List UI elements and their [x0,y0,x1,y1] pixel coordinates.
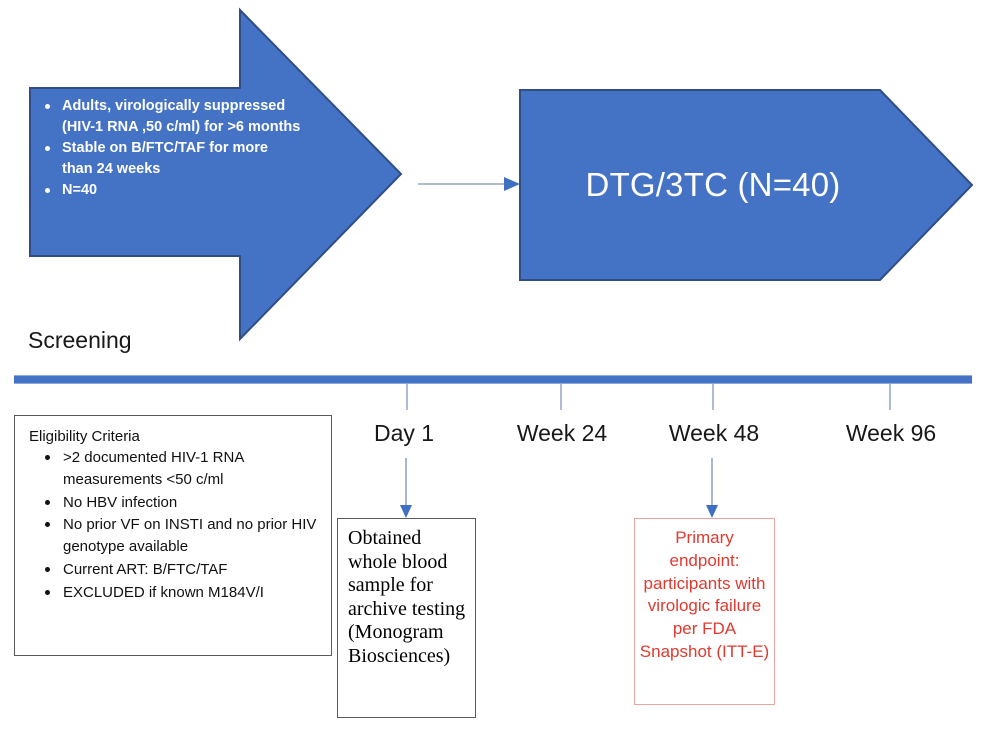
archive-sample-text: Obtained whole blood sample for archive … [348,527,466,667]
screening-bullet-list: Adults, virologically suppressed (HIV-1 … [34,96,302,202]
eligibility-criterion: No prior VF on INSTI and no prior HIV ge… [45,514,321,558]
archive-sample-box: Obtained whole blood sample for archive … [337,518,476,718]
treatment-arm-arrow: DTG/3TC (N=40) [518,88,974,282]
screening-caption: Screening [28,327,132,353]
timeline-label-week48: Week 48 [668,420,760,446]
screening-bullet: Stable on B/FTC/TAF for more than 24 wee… [45,138,302,179]
treatment-arm-label: DTG/3TC (N=40) [585,166,841,203]
week48-to-endpoint-connector [704,458,720,520]
primary-endpoint-text: Primary endpoint: participants with viro… [639,528,770,661]
timeline-bar [14,375,972,384]
timeline-tick-week24 [560,384,562,410]
screening-to-treatment-connector [418,172,522,196]
eligibility-title: Eligibility Criteria [29,428,140,445]
eligibility-criteria-list: >2 documented HIV-1 RNA measurements <50… [29,447,321,603]
day1-to-archive-connector [398,458,414,520]
screening-bullet: Adults, virologically suppressed (HIV-1 … [45,96,302,137]
timeline-tick-day1 [406,384,408,410]
timeline-tick-week48 [712,384,714,410]
treatment-arrow-shape [519,89,974,281]
down-arrow-icon [706,458,718,518]
timeline-label-week96: Week 96 [845,420,937,446]
timeline-label-day1: Day 1 [373,420,435,446]
screening-arrow-shape [29,7,403,342]
screening-bullet: N=40 [45,180,302,201]
pentagon-polygon [519,89,974,281]
timeline-tick-week96 [889,384,891,410]
timeline-label-week24: Week 24 [516,420,608,446]
connector-arrow-icon [418,177,520,191]
arrow-polygon [29,7,403,342]
screening-block-arrow: Adults, virologically suppressed (HIV-1 … [28,7,403,342]
eligibility-criteria-box: Eligibility Criteria >2 documented HIV-1… [14,415,332,656]
eligibility-criterion: Current ART: B/FTC/TAF [45,559,321,581]
eligibility-criterion: >2 documented HIV-1 RNA measurements <50… [45,447,321,491]
down-arrow-icon [400,458,412,518]
eligibility-criterion: EXCLUDED if known M184V/I [45,582,321,604]
primary-endpoint-box: Primary endpoint: participants with viro… [634,518,775,705]
eligibility-criterion: No HBV infection [45,492,321,514]
